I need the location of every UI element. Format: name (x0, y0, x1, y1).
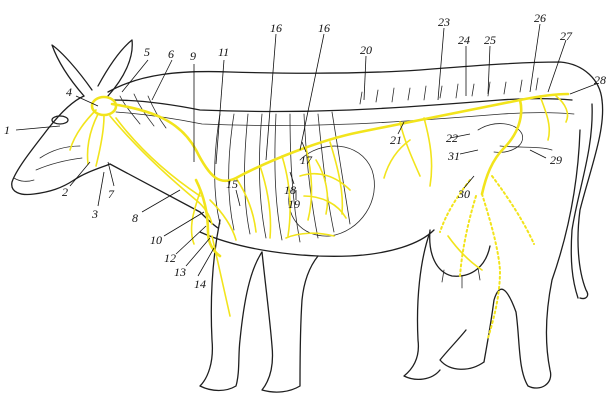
label-4: 4 (66, 85, 72, 99)
number-labels: 1 2 3 4 5 6 7 8 9 10 11 12 13 14 15 16 1… (4, 11, 606, 291)
label-18: 18 (284, 183, 296, 197)
label-24: 24 (458, 33, 470, 47)
label-17: 17 (300, 153, 313, 167)
label-31: 31 (447, 149, 460, 163)
tail (578, 100, 603, 299)
label-28: 28 (594, 73, 606, 87)
brain (92, 97, 116, 115)
cow-outline (12, 40, 603, 392)
label-14: 14 (194, 277, 206, 291)
label-26: 26 (534, 11, 546, 25)
label-10: 10 (150, 233, 162, 247)
label-22: 22 (446, 131, 458, 145)
label-16-b: 16 (318, 21, 330, 35)
fore-leg-outline (200, 220, 262, 391)
label-7: 7 (108, 187, 115, 201)
left-ear (52, 45, 92, 96)
label-1: 1 (4, 123, 10, 137)
label-5: 5 (144, 45, 150, 59)
label-6: 6 (168, 47, 174, 61)
label-15: 15 (226, 177, 238, 191)
label-8: 8 (132, 211, 138, 225)
label-27: 27 (560, 29, 573, 43)
label-11: 11 (218, 45, 229, 59)
label-3: 3 (91, 207, 98, 221)
label-21: 21 (390, 133, 402, 147)
label-2: 2 (62, 185, 68, 199)
label-20: 20 (360, 43, 372, 57)
label-12: 12 (164, 251, 176, 265)
label-9: 9 (190, 49, 196, 63)
label-19: 19 (288, 197, 300, 211)
label-29: 29 (550, 153, 562, 167)
label-16-a: 16 (270, 21, 282, 35)
label-13: 13 (174, 265, 186, 279)
label-23: 23 (438, 15, 450, 29)
spine (112, 99, 572, 112)
label-30: 30 (457, 187, 470, 201)
back-line (108, 62, 602, 100)
label-25: 25 (484, 33, 496, 47)
